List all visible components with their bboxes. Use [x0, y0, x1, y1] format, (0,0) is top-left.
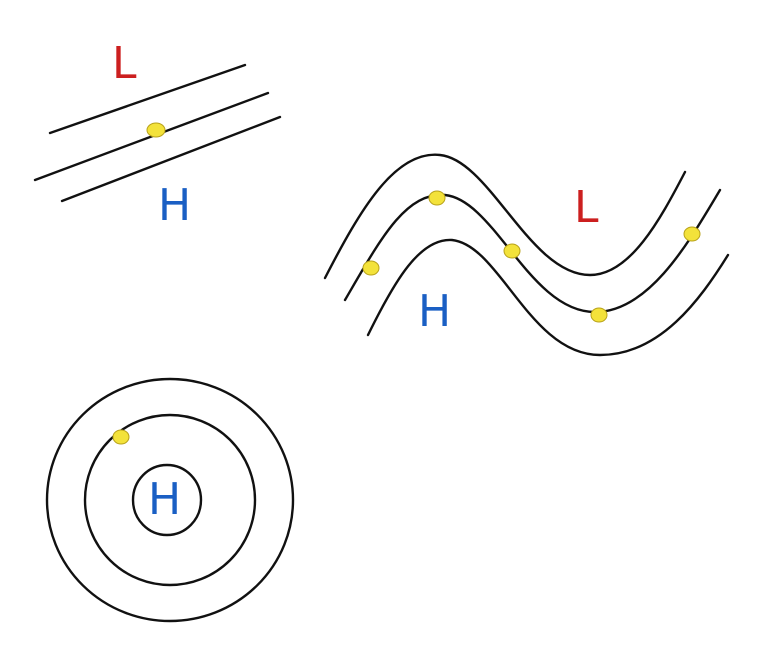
high-pressure-label: H [418, 286, 451, 337]
contour-line [343, 188, 722, 314]
wavy-contours-panel: L H [323, 153, 730, 357]
straight-contours-panel: L H [33, 38, 282, 231]
high-pressure-label: H [148, 474, 181, 525]
contour-circle [83, 413, 257, 587]
contour-circle [45, 377, 295, 623]
air-parcel-dot [428, 190, 446, 206]
circular-contours-panel: H [45, 377, 295, 623]
air-parcel-dot [503, 243, 521, 259]
contour-line [60, 115, 282, 203]
contour-line [366, 238, 730, 357]
air-parcel-dot [362, 260, 380, 276]
contour-line [48, 63, 247, 135]
contour-circle [131, 463, 203, 537]
low-pressure-label: L [574, 182, 599, 233]
low-pressure-label: L [112, 38, 137, 89]
air-parcel-dot [112, 429, 130, 445]
air-parcel-dot [146, 122, 166, 138]
contour-line [323, 153, 687, 280]
high-pressure-label: H [158, 180, 191, 231]
air-parcel-dot [590, 307, 608, 323]
air-parcel-dot [683, 226, 701, 242]
